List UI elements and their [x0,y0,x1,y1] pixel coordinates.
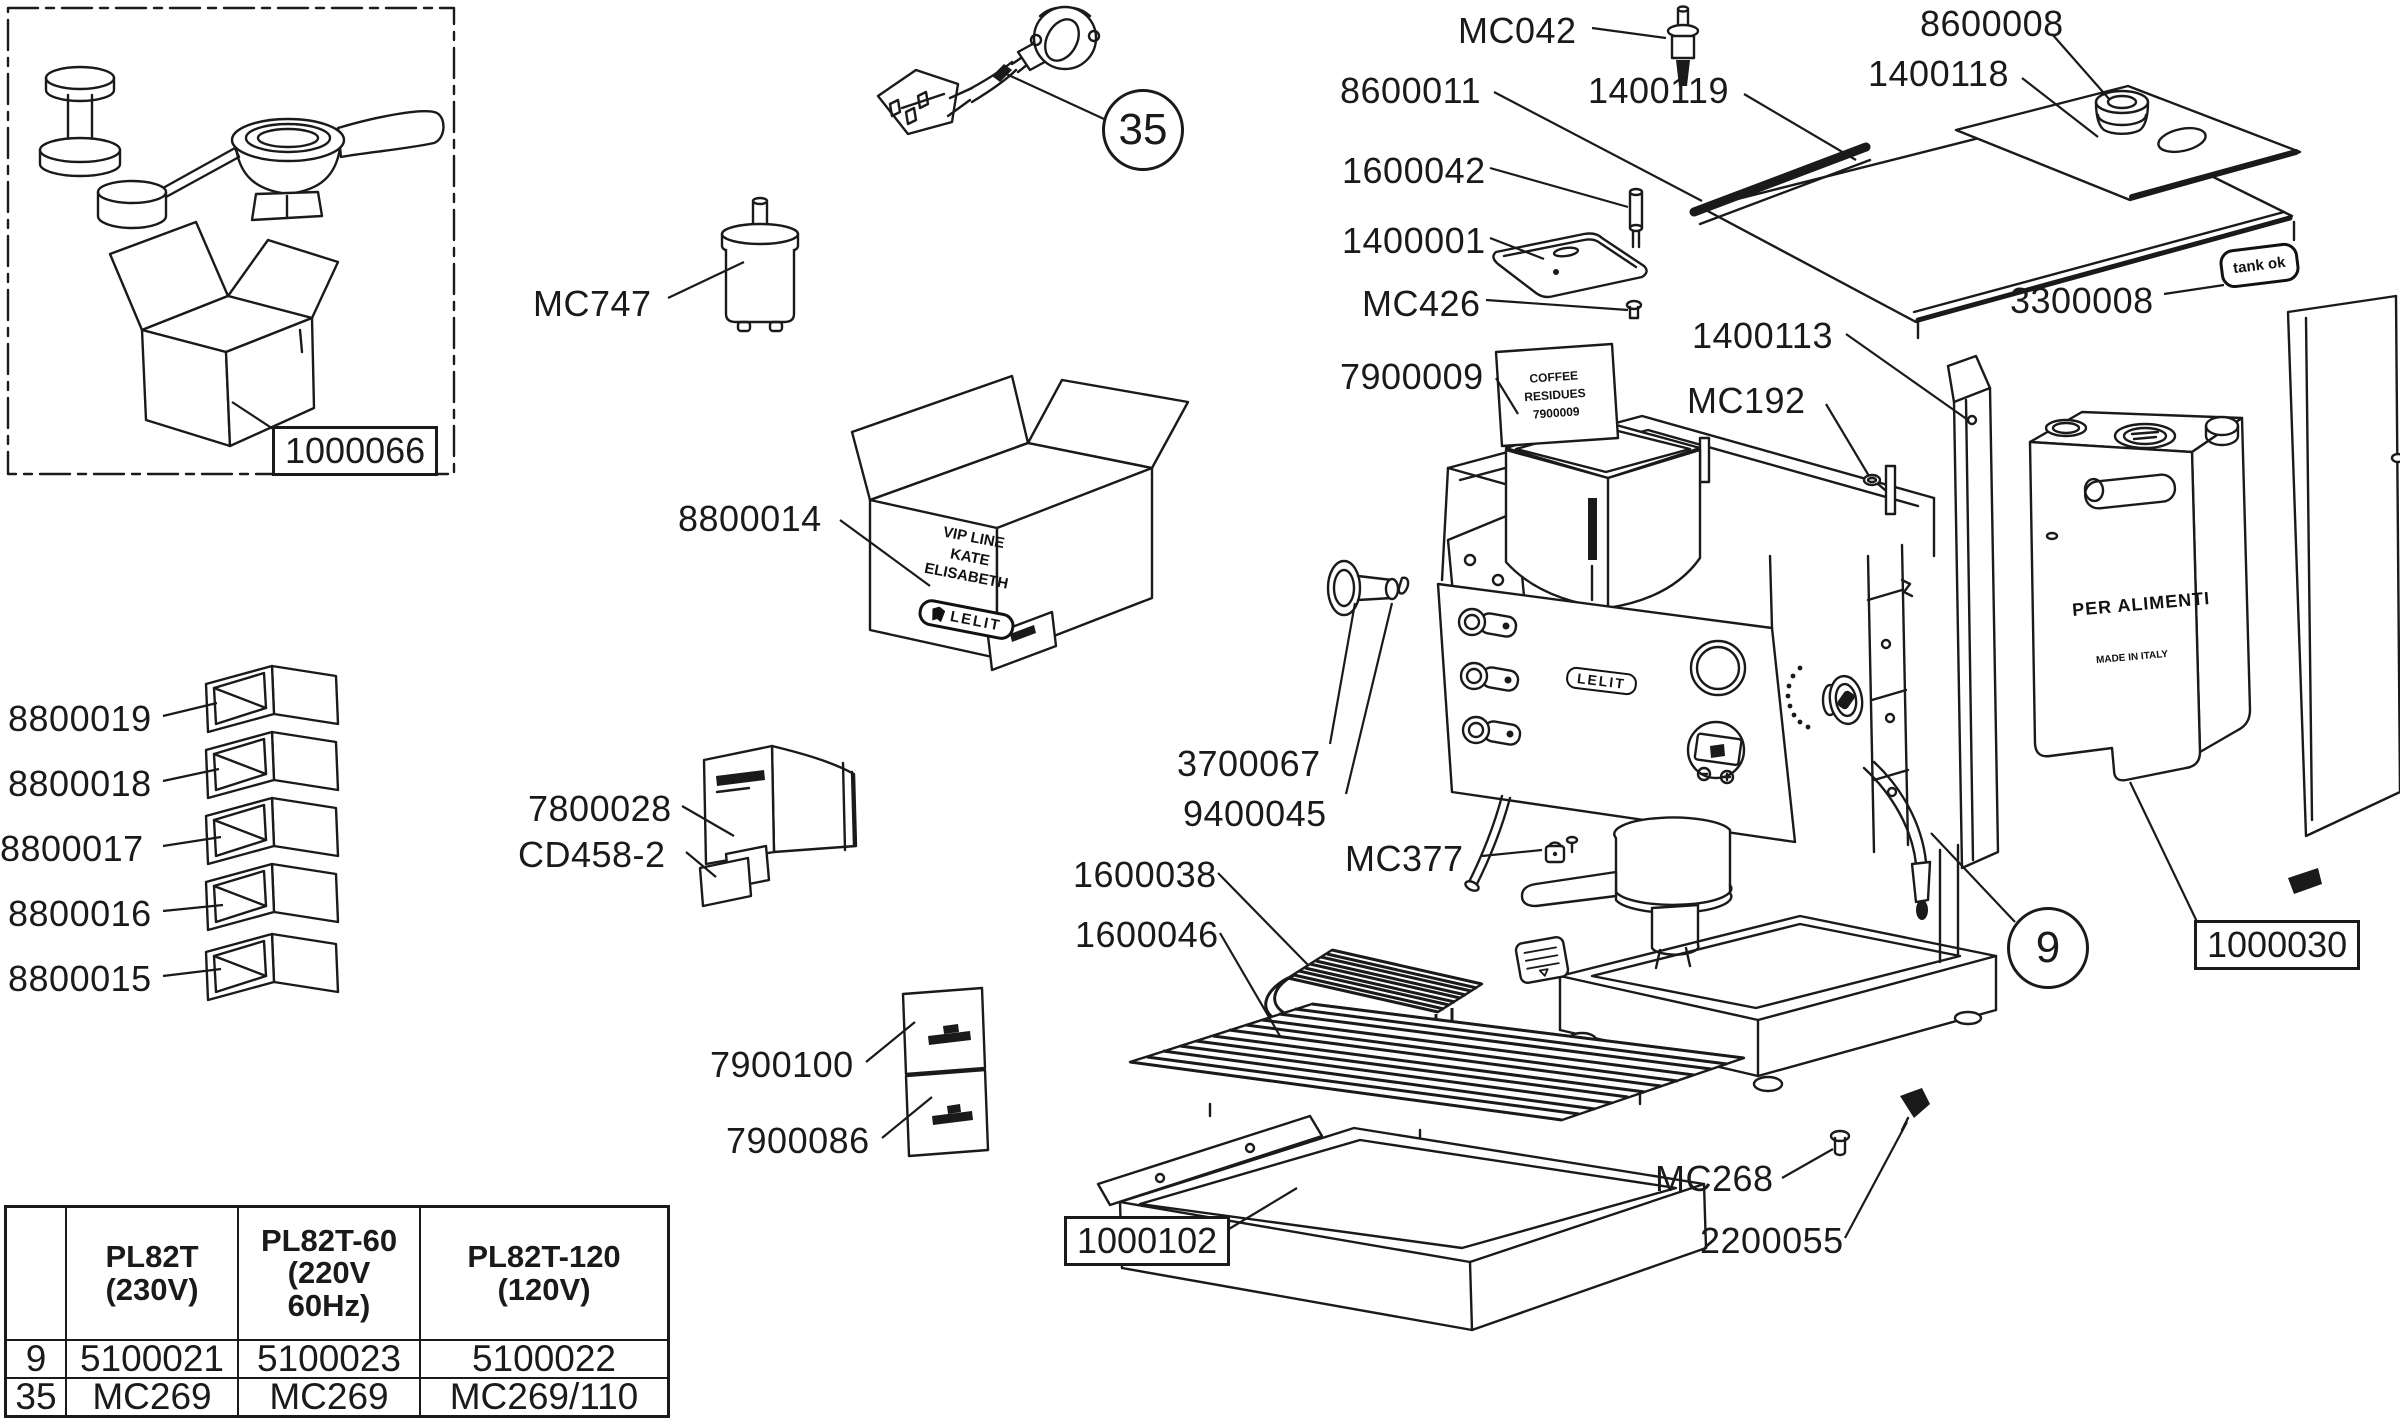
part-label-8800018: 8800018 [8,763,152,804]
table-row35-120v: MC269/110 [449,1379,639,1415]
sticker-sheets-drawing [903,988,988,1156]
table-row9-220v60: 5100023 [239,1341,421,1379]
lelit-box-logo-text: LELIT [948,608,1003,635]
water-tank-drawing [2030,412,2250,780]
table-header-pl82t: PL82T (230V) [67,1208,239,1341]
steam-knob-parts-drawing [1328,561,1408,615]
leader-lines [163,28,2224,1238]
mc747-drawing [722,198,798,331]
coffee-residues-card: COFFEE RESIDUES 7900009 [1498,364,1611,426]
variants-table: PL82T (230V) PL82T-60 (220V 60Hz) PL82T-… [4,1205,670,1418]
part-label-mc042: MC042 [1458,10,1577,51]
table-header-pl82t-60: PL82T-60 (220V 60Hz) [239,1208,421,1341]
part-label-1000030: 1000030 [2194,920,2361,970]
part-label-1000066: 1000066 [272,426,439,476]
right-frame-drawing [1785,545,1912,852]
front-panel-drawing [1438,584,1795,842]
rear-panels-drawing [1948,296,2400,894]
part-label-8600008: 8600008 [1920,3,2064,44]
part-label-7800028: 7800028 [528,788,672,829]
part-label-cd458-2: CD458-2 [518,834,666,875]
small-top-parts-drawing [1493,7,2148,319]
part-label-7900086: 7900086 [726,1120,870,1161]
part-label-1600038: 1600038 [1073,854,1217,895]
part-badge-9: 9 [2007,907,2089,989]
part-label-1400118: 1400118 [1868,53,2009,94]
part-label-mc192: MC192 [1687,380,1806,421]
part-label-8800014: 8800014 [678,498,822,539]
vip-carton-drawing [852,376,1188,670]
table-header-ref [7,1208,67,1341]
group-head-drawing [1464,762,1930,968]
residues-bin-drawing [1496,344,1700,608]
part-label-1400001: 1400001 [1342,220,1486,261]
part-label-mc426: MC426 [1362,283,1481,324]
part-label-2200055: 2200055 [1700,1220,1844,1261]
kit-box-group-drawing [8,8,454,474]
part-label-mc747: MC747 [533,283,652,324]
part-label-8800016: 8800016 [8,893,152,934]
table-row9-120v: 5100022 [421,1341,667,1379]
table-row35-230v: MC269 [67,1379,239,1415]
power-cord-drawing [878,7,1099,134]
spacer-stack-drawing [206,666,338,1000]
top-cover-drawing [1694,86,2300,338]
part-label-3700067: 3700067 [1177,743,1321,784]
part-label-7900009: 7900009 [1340,356,1484,397]
part-label-8800017: 8800017 [0,828,144,869]
drip-grids-drawing [1130,950,1744,1142]
part-badge-35: 35 [1102,89,1184,171]
part-label-7900100: 7900100 [710,1044,854,1085]
drip-tray-drawing [1098,1116,1706,1330]
mc192-screw-drawing [1864,475,1885,490]
part-label-mc268: MC268 [1655,1158,1774,1199]
table-row35-220v60: MC269 [239,1379,421,1415]
part-label-9400045: 9400045 [1183,793,1327,834]
lelit-shield-icon [930,605,946,622]
part-label-8800015: 8800015 [8,958,152,999]
part-label-1600042: 1600042 [1342,150,1486,191]
part-label-1400119: 1400119 [1588,70,1729,111]
part-label-8800019: 8800019 [8,698,152,739]
part-label-1400113: 1400113 [1692,315,1833,356]
part-label-1000102: 1000102 [1064,1216,1231,1266]
table-header-pl82t-120: PL82T-120 (120V) [421,1208,667,1341]
part-label-8600011: 8600011 [1340,70,1481,111]
table-row35-ref: 35 [7,1379,67,1415]
base-frame-drawing [1515,845,1996,1155]
manual-drawing [700,746,856,906]
table-row9-230v: 5100021 [67,1341,239,1379]
part-label-1600046: 1600046 [1075,914,1219,955]
table-row9-ref: 9 [7,1341,67,1379]
part-label-3300008: 3300008 [2010,280,2154,321]
part-label-mc377: MC377 [1345,838,1464,879]
